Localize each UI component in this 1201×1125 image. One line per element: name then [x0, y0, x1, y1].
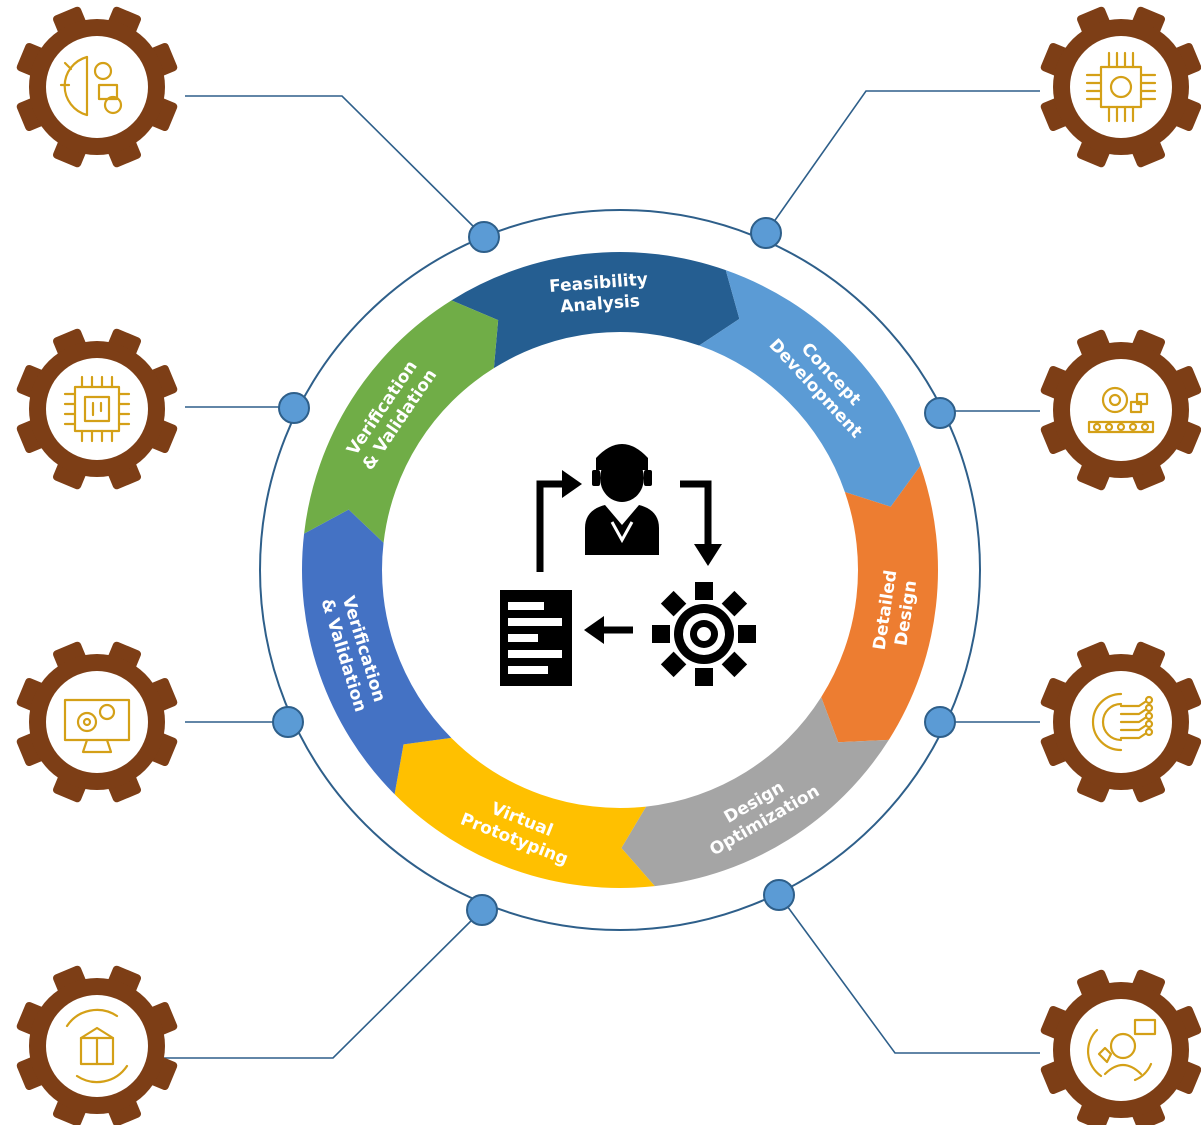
segment-detailed — [821, 465, 938, 743]
connector-top-left — [185, 95, 485, 238]
node-lower-right — [924, 706, 956, 738]
gear-box-cycle — [16, 965, 178, 1125]
engineer-process-cycle-icon — [500, 444, 756, 686]
connector-bottom-left — [150, 909, 483, 1059]
segment-concept — [699, 270, 921, 507]
segment-feasibility — [451, 252, 740, 369]
gear-customer-support — [1040, 969, 1201, 1125]
node-top-left — [468, 221, 500, 253]
outer-ring — [259, 209, 981, 931]
node-mid-left — [278, 392, 310, 424]
node-mid-right — [924, 397, 956, 429]
connector-bottom-right — [778, 894, 1040, 1054]
node-top-right — [750, 217, 782, 249]
connector-lines — [150, 90, 1040, 1059]
customer-support-icon — [1087, 1018, 1157, 1082]
gear-conveyor-icon — [1087, 386, 1155, 434]
connector-top-right — [765, 90, 1040, 234]
segment-prototyping — [394, 737, 655, 888]
circuit-chip-icon — [63, 375, 131, 443]
connector-nodes — [272, 217, 956, 926]
brain-gears-idea-icon — [59, 55, 123, 117]
ai-brain-chip-icon — [1085, 51, 1157, 123]
node-bottom-right — [763, 879, 795, 911]
cycle-segments: FeasibilityAnalysisConceptDevelopmentDet… — [302, 252, 938, 888]
segment-verification-upper — [304, 300, 499, 543]
box-cycle-icon — [65, 1008, 129, 1084]
gear-gear-conveyor — [1040, 329, 1201, 491]
node-lower-left — [272, 706, 304, 738]
gear-ai-brain-chip — [1040, 6, 1201, 168]
segment-optimization — [621, 697, 889, 887]
node-bottom-left — [466, 894, 498, 926]
gear-monitor-gears — [16, 641, 178, 803]
monitor-gears-icon — [63, 698, 131, 754]
side-gears — [16, 6, 1201, 1125]
digital-gear-circuit-icon — [1091, 692, 1154, 752]
gear-circuit-chip — [16, 328, 178, 490]
gear-digital-gear-circuit — [1040, 641, 1201, 803]
gear-brain-gears-idea — [16, 6, 178, 168]
segment-verification-lower — [302, 509, 452, 795]
